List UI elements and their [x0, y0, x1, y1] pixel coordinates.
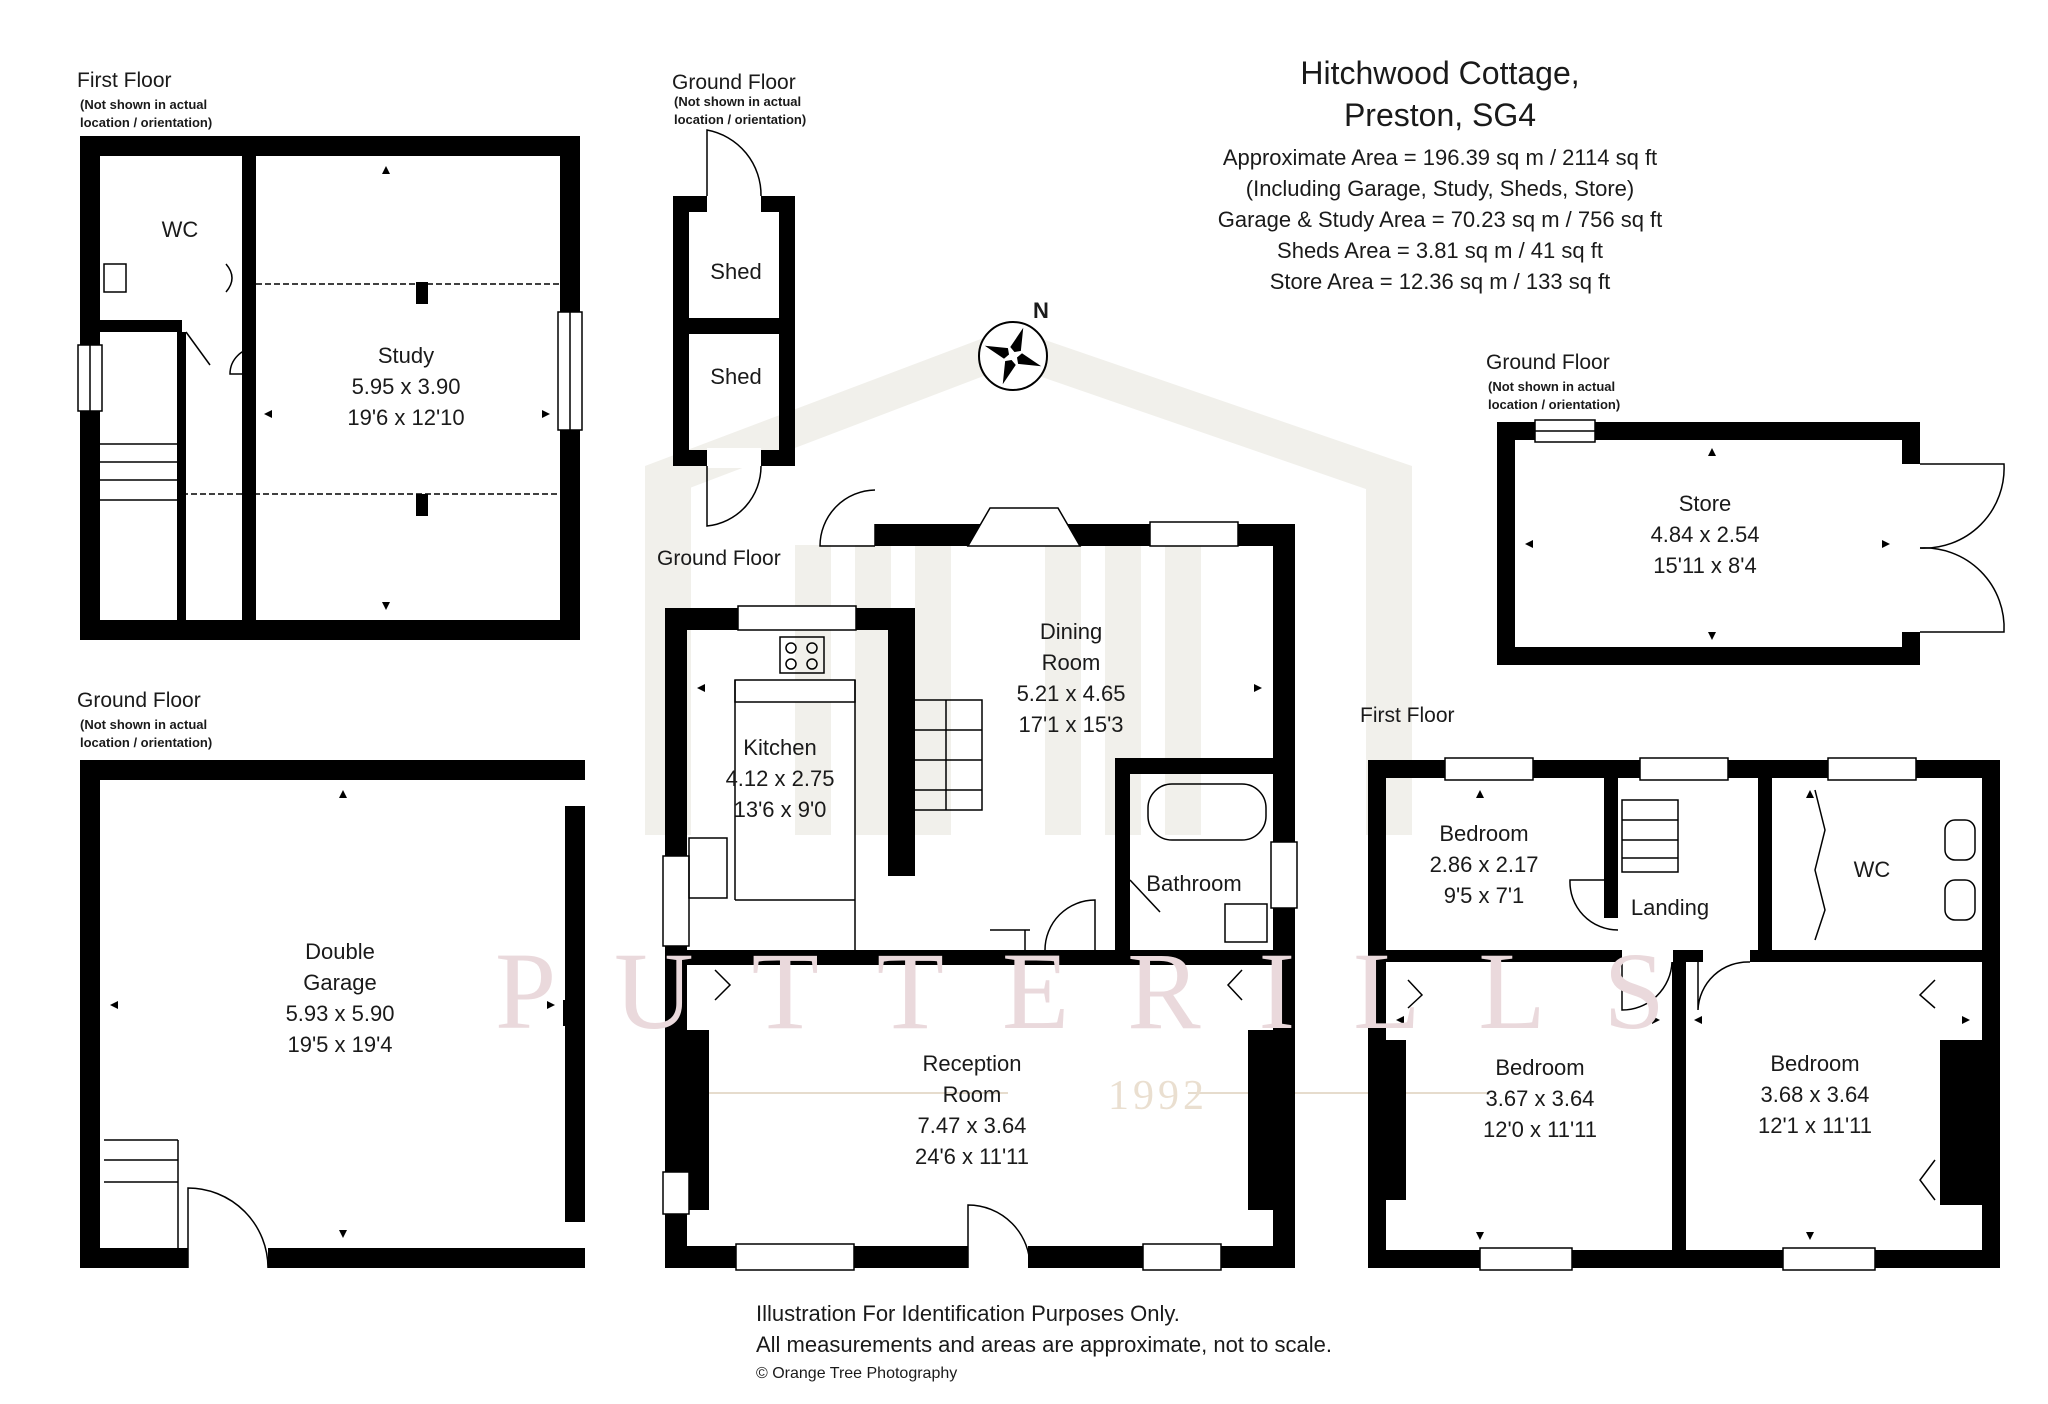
room-wc-first: WC [1854, 854, 1891, 885]
room-wc-study: WC [162, 214, 199, 245]
store-floor-note: (Not shown in actual location / orientat… [1488, 379, 1621, 412]
room-store: Store 4.84 x 2.54 15'11 x 8'4 [1651, 488, 1760, 581]
room-name: Bedroom [1439, 821, 1529, 846]
room-dining: Dining Room 5.21 x 4.65 17'1 x 15'3 [1017, 616, 1126, 740]
room-bedroom-left: Bedroom 3.67 x 3.64 12'0 x 11'11 [1483, 1052, 1597, 1145]
room-imperial: 13'6 x 9'0 [733, 797, 827, 822]
room-name: Landing [1630, 895, 1710, 920]
room-name-2: Room [942, 1082, 1002, 1107]
room-reception: Reception Room 7.47 x 3.64 24'6 x 11'11 [915, 1048, 1029, 1172]
disclaimer-footer: Illustration For Identification Purposes… [756, 1298, 1332, 1385]
sheds-plan [673, 129, 795, 527]
room-imperial: 19'5 x 19'4 [287, 1032, 393, 1057]
disclaimer-line2: All measurements and areas are approxima… [756, 1332, 1332, 1357]
room-name: Bathroom [1146, 871, 1242, 896]
area-store: Store Area = 12.36 sq m / 133 sq ft [1269, 269, 1611, 294]
room-shed-upper: Shed [710, 256, 761, 287]
property-header: Hitchwood Cottage, Preston, SG4 Approxim… [1080, 52, 1800, 297]
store-floor-label: Ground Floor [1486, 351, 1610, 374]
room-name-2: Garage [303, 970, 377, 995]
room-imperial: 12'0 x 11'11 [1482, 1117, 1598, 1142]
room-metric: 7.47 x 3.64 [917, 1113, 1027, 1138]
room-name: Study [377, 343, 435, 368]
shed-floor-label: Ground Floor [672, 71, 796, 94]
room-bedroom-small: Bedroom 2.86 x 2.17 9'5 x 7'1 [1430, 818, 1539, 911]
brand-watermark: PUTTERILLS [495, 930, 1723, 1052]
room-name: Dining [1039, 619, 1103, 644]
room-study: Study 5.95 x 3.90 19'6 x 12'10 [347, 340, 464, 433]
year-watermark: 1992 [1108, 1073, 1208, 1119]
room-imperial: 12'1 x 11'11 [1757, 1113, 1873, 1138]
main-first-floor-label: First Floor [1360, 704, 1455, 727]
study-floor-label: First Floor [77, 69, 172, 92]
study-plan [77, 136, 583, 640]
room-metric: 3.67 x 3.64 [1485, 1086, 1595, 1111]
room-metric: 5.21 x 4.65 [1016, 681, 1126, 706]
shed-floor-note: (Not shown in actual location / orientat… [674, 94, 807, 127]
garage-floor-note: (Not shown in actual location / orientat… [80, 717, 213, 750]
room-name: Bedroom [1495, 1055, 1585, 1080]
room-imperial: 9'5 x 7'1 [1443, 883, 1525, 908]
room-name: Shed [710, 259, 762, 284]
main-ground-floor-label: Ground Floor [657, 547, 781, 570]
room-metric: 3.68 x 3.64 [1760, 1082, 1870, 1107]
area-total: Approximate Area = 196.39 sq m / 2114 sq… [1222, 145, 1658, 170]
area-note: (Including Garage, Study, Sheds, Store) [1245, 176, 1635, 201]
room-metric: 5.95 x 3.90 [351, 374, 461, 399]
garage-floor-label: Ground Floor [77, 689, 201, 712]
room-name: WC [1853, 857, 1891, 882]
room-imperial: 19'6 x 12'10 [347, 405, 465, 430]
room-name: Shed [710, 364, 762, 389]
photo-credit: © Orange Tree Photography [756, 1365, 958, 1382]
garage-plan [80, 760, 585, 1270]
room-name: Store [1678, 491, 1732, 516]
room-shed-lower: Shed [710, 361, 761, 392]
room-name-2: Room [1041, 650, 1101, 675]
store-plan [1497, 419, 2005, 665]
room-name: Double [305, 939, 375, 964]
room-bathroom: Bathroom [1146, 868, 1241, 899]
compass-north-label: N [1033, 298, 1049, 323]
room-metric: 4.12 x 2.75 [725, 766, 835, 791]
first-floor-plan [1368, 760, 2000, 1268]
room-bedroom-right: Bedroom 3.68 x 3.64 12'1 x 11'11 [1758, 1048, 1872, 1141]
room-double-garage: Double Garage 5.93 x 5.90 19'5 x 19'4 [286, 936, 395, 1060]
area-garage-study: Garage & Study Area = 70.23 sq m / 756 s… [1217, 207, 1663, 232]
area-sheds: Sheds Area = 3.81 sq m / 41 sq ft [1277, 238, 1603, 263]
room-name: Reception [922, 1051, 1022, 1076]
house-watermark [645, 328, 1412, 835]
room-imperial: 17'1 x 15'3 [1018, 712, 1124, 737]
room-name: Kitchen [743, 735, 817, 760]
study-floor-note: (Not shown in actual location / orientat… [80, 97, 213, 130]
room-kitchen: Kitchen 4.12 x 2.75 13'6 x 9'0 [726, 732, 835, 825]
room-metric: 2.86 x 2.17 [1429, 852, 1539, 877]
compass-icon [978, 321, 1048, 391]
room-metric: 4.84 x 2.54 [1650, 522, 1760, 547]
room-imperial: 24'6 x 11'11 [914, 1144, 1030, 1169]
room-metric: 5.93 x 5.90 [285, 1001, 395, 1026]
property-title-line1: Hitchwood Cottage, [1300, 55, 1580, 91]
disclaimer-line1: Illustration For Identification Purposes… [756, 1301, 1180, 1326]
room-imperial: 15'11 x 8'4 [1653, 553, 1757, 578]
room-name: WC [161, 217, 199, 242]
dimension-arrows [110, 166, 1970, 1240]
room-landing: Landing [1631, 892, 1709, 923]
property-title-line2: Preston, SG4 [1343, 97, 1537, 133]
room-name: Bedroom [1770, 1051, 1860, 1076]
